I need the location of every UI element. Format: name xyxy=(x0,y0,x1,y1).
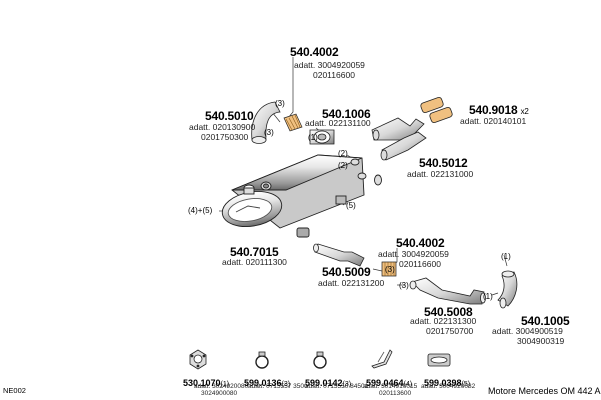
qty-callout: (2) xyxy=(338,149,348,158)
accessory-599-0142: 599.0142(3) xyxy=(305,374,351,390)
accessory-code: 530.1070 xyxy=(183,378,221,388)
part-adatt-540-9018: adatt. 020140101 xyxy=(460,116,527,126)
part-adatt-540-7015: adatt. 020111300 xyxy=(222,257,287,267)
accessory-qty: (4) xyxy=(403,381,413,388)
part-adatt-540-4002-mid: adatt. 3004920059 xyxy=(378,249,449,259)
part-alt-540-5008: 0201750700 xyxy=(426,326,474,336)
accessory-adatt: adatt. 3004920082 xyxy=(421,383,476,390)
qty-callout: (3) xyxy=(385,265,395,274)
qty-callout: (3) xyxy=(399,281,409,290)
part-code-540-4002-top: 540.4002 xyxy=(290,45,339,59)
part-adatt-540-5012: adatt. 022131000 xyxy=(407,169,474,179)
accessory-qty: (5) xyxy=(461,381,471,388)
accessory-qty: (3) xyxy=(342,381,352,388)
qty-callout: (5) xyxy=(346,201,356,210)
accessory-599-0136: 599.0136(3) xyxy=(244,374,290,390)
qty-callout: (2) xyxy=(338,161,348,170)
muffler-540-7015-shape xyxy=(221,154,382,238)
accessory-599-0398: 599.0398(5) xyxy=(424,374,470,390)
elbow-540-1005-shape xyxy=(497,270,518,309)
part-alt-540-5010: 0201750300 xyxy=(201,132,249,142)
part-code-540-5009: 540.5009 xyxy=(322,265,371,279)
part-alt-540-4002-top: 020116600 xyxy=(313,70,355,80)
part-code-540-9018: 540.9018 x2 xyxy=(469,104,529,116)
y-pipe-540-5012-shape xyxy=(371,117,427,161)
pipe-540-5008-shape xyxy=(409,277,486,305)
part-alt-540-4002-mid: 020116600 xyxy=(399,259,441,269)
qty-callout: (3) xyxy=(275,99,285,108)
part-adatt-540-5008: adatt. 022131300 xyxy=(410,316,477,326)
accessory-alt: 3024900080 xyxy=(201,390,238,397)
part-code-540-4002-mid: 540.4002 xyxy=(396,236,445,250)
pipe-540-5009-shape xyxy=(313,243,365,267)
part-adatt-540-1005: adatt. 3004900519 xyxy=(492,326,563,336)
accessory-530-1070: 530.1070(1) xyxy=(183,374,229,390)
accessory-adatt: adatt. 0715557 3500 xyxy=(248,383,308,390)
page-title: Motore Mercedes OM 442 A xyxy=(488,386,601,396)
connector-540-1006-shape xyxy=(309,129,335,145)
clamp-icon xyxy=(255,351,269,369)
accessory-qty: (1) xyxy=(220,381,230,388)
exhaust-system-diagram xyxy=(189,57,518,370)
accessory-icons xyxy=(189,349,451,370)
part-code-540-7015: 540.7015 xyxy=(230,245,279,259)
qty-callout: (1) xyxy=(501,252,511,261)
qty-callout: (1) xyxy=(483,292,493,301)
accessory-code: 599.0136 xyxy=(244,378,282,388)
accessory-599-0464: 599.0464(4) xyxy=(366,374,412,390)
accessory-qty: (3) xyxy=(281,381,291,388)
part-code-540-1006: 540.1006 xyxy=(322,107,371,121)
part-suffix-540-9018: x2 xyxy=(520,107,529,116)
clamp-icon-2 xyxy=(313,351,327,369)
part-code-540-9018-text: 540.9018 xyxy=(469,103,518,117)
accessory-adatt: adatt. 0715550 84501 xyxy=(305,383,369,390)
bracket-icon xyxy=(371,349,393,369)
accessory-adatt: adatt. 3024920080 xyxy=(194,383,249,390)
part-adatt-540-4002-top: adatt. 3004920059 xyxy=(294,60,365,70)
accessory-code: 599.0142 xyxy=(305,378,343,388)
accessory-code: 599.0398 xyxy=(424,378,462,388)
accessory-adatt: adatt. 3014910015 xyxy=(363,383,418,390)
part-adatt-540-5009: adatt. 022131200 xyxy=(318,278,385,288)
gasket-icon xyxy=(189,349,207,370)
accessory-alt: 020113600 xyxy=(379,390,412,397)
qty-callout: (4)+(5) xyxy=(188,206,213,215)
part-alt-540-1005: 3004900319 xyxy=(517,336,565,346)
pipe-540-5010-shape xyxy=(251,101,281,144)
qty-callout: (1) xyxy=(308,133,318,142)
part-code-540-5012: 540.5012 xyxy=(419,156,468,170)
part-adatt-540-5010: adatt. 020130900 xyxy=(189,122,256,132)
part-code-540-5008: 540.5008 xyxy=(424,305,473,319)
sleeves-540-9018-shape xyxy=(420,96,453,124)
part-code-540-5010: 540.5010 xyxy=(205,109,254,123)
rubber-mount-icon xyxy=(427,353,451,367)
qty-callout: (3) xyxy=(264,128,274,137)
part-code-540-1005: 540.1005 xyxy=(521,314,570,328)
accessory-code: 599.0464 xyxy=(366,378,404,388)
flex-hose-540-4002-mid xyxy=(381,261,397,277)
flex-hose-540-4002-top xyxy=(283,113,303,132)
part-adatt-540-1006: adatt. 022131100 xyxy=(305,118,371,128)
page-code: NE002 xyxy=(3,386,26,395)
